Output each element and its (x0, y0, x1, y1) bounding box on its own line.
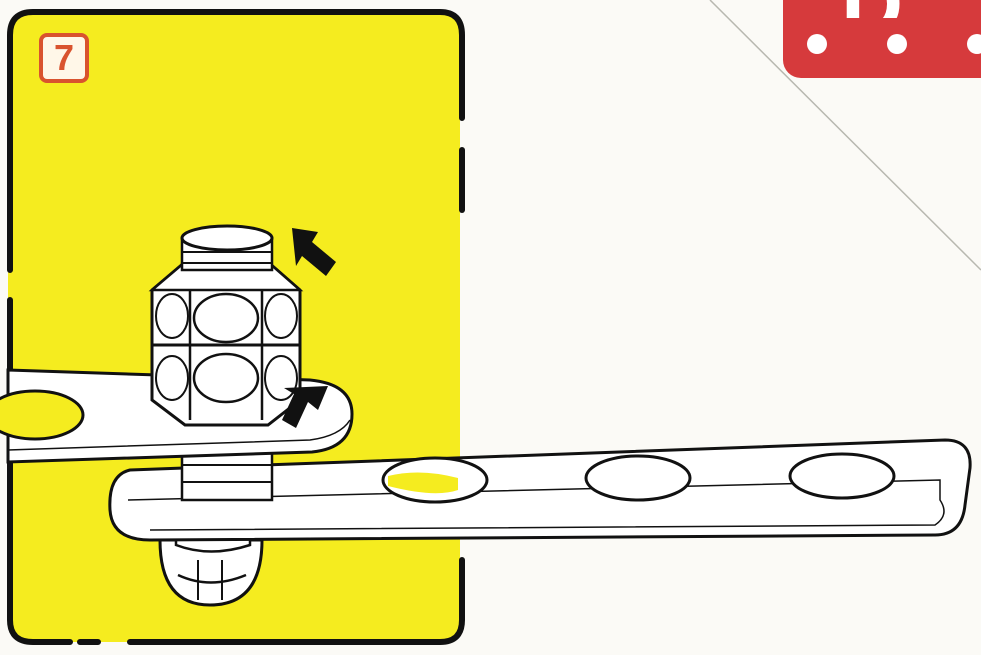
hex-nut-pair (152, 262, 300, 425)
strip-hole (790, 454, 894, 498)
logo-letter: D (841, 0, 933, 18)
step-number: 7 (54, 40, 74, 76)
corner-logo: D (783, 0, 981, 78)
short-strip-hole (0, 391, 83, 439)
bolt-tip (182, 226, 272, 270)
logo-hole (967, 34, 981, 54)
strip-hole (586, 456, 690, 500)
logo-hole (807, 34, 827, 54)
logo-hole (887, 34, 907, 54)
step-number-badge: 7 (39, 33, 89, 83)
